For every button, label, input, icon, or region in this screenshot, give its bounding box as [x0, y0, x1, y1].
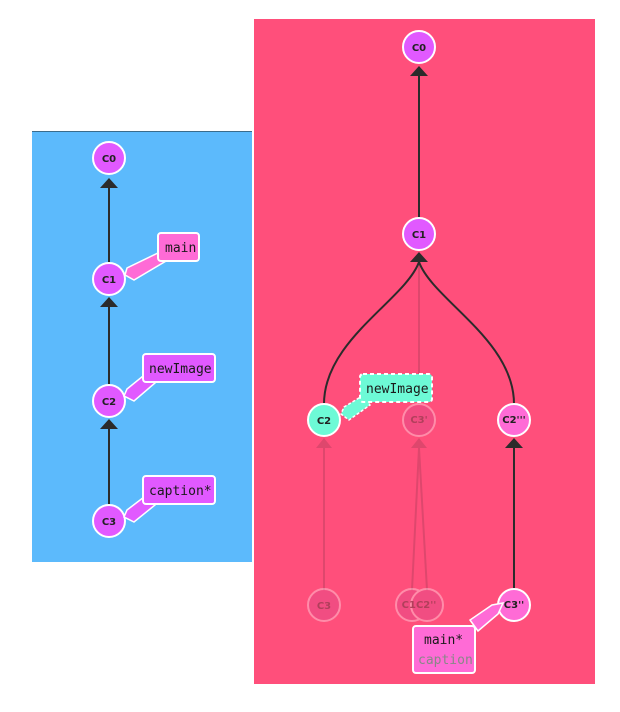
- ghost-edge-c1c2-c3p-b: [418, 447, 428, 591]
- arrow-head: [505, 438, 523, 448]
- branch-label-main: main*: [424, 633, 463, 648]
- right-result-panel: [254, 19, 595, 684]
- commit-label: C1: [412, 230, 426, 241]
- right-commit-c3-prime-ghost[interactable]: C3': [402, 403, 436, 437]
- arrow-head: [316, 438, 332, 448]
- arrow-head: [410, 252, 428, 262]
- left-commit-c3[interactable]: C3: [92, 504, 126, 538]
- right-commit-c0[interactable]: C0: [402, 30, 436, 64]
- arrow-head: [100, 178, 118, 188]
- commit-label: C2''': [502, 415, 525, 426]
- branch-label: newImage: [149, 362, 212, 377]
- commit-label: C1C2'': [402, 600, 437, 611]
- commit-label: C3: [102, 517, 116, 528]
- arrow-head: [100, 297, 118, 307]
- commit-label: C0: [102, 154, 116, 165]
- left-edges: [100, 178, 118, 506]
- branch-label-caption: caption: [418, 653, 473, 668]
- branch-main-caption-right[interactable]: main* caption: [412, 602, 505, 674]
- left-commit-c0[interactable]: C0: [92, 141, 126, 175]
- commit-label: C2: [102, 397, 116, 408]
- right-edges: [323, 66, 523, 590]
- arrow-head: [411, 438, 427, 448]
- branch-label: main: [165, 241, 196, 256]
- left-commit-c1[interactable]: C1: [92, 262, 126, 296]
- arrow-head: [410, 66, 428, 76]
- edge-c2ppp-c1: [418, 261, 515, 405]
- branch-label: newImage: [366, 382, 429, 397]
- commit-label: C1: [102, 275, 116, 286]
- edge-c2-c1: [323, 261, 420, 405]
- right-commit-c2-triple-prime[interactable]: C2''': [497, 403, 531, 437]
- arrow-head: [100, 419, 118, 429]
- commit-label: C3': [410, 415, 427, 426]
- commit-label: C3'': [504, 600, 524, 611]
- right-commit-c1c2-ghost[interactable]: C1C2'': [395, 588, 444, 622]
- commit-label: C3: [317, 601, 331, 612]
- right-ghost-edges: [316, 262, 428, 591]
- branch-newimage-right[interactable]: newImage: [340, 373, 433, 421]
- right-commit-c3-ghost[interactable]: C3: [307, 588, 341, 622]
- right-commit-c1[interactable]: C1: [402, 217, 436, 251]
- right-commit-c2[interactable]: C2: [307, 403, 341, 437]
- branch-main-left[interactable]: main: [124, 232, 200, 281]
- branch-label: caption*: [149, 484, 212, 499]
- branch-newimage-left[interactable]: newImage: [123, 353, 216, 402]
- left-commit-c2[interactable]: C2: [92, 384, 126, 418]
- commit-label: C2: [317, 416, 331, 427]
- branch-caption-left[interactable]: caption*: [123, 475, 216, 523]
- commit-label: C0: [412, 43, 426, 54]
- ghost-edge-c1c2-c3p-a: [411, 447, 420, 591]
